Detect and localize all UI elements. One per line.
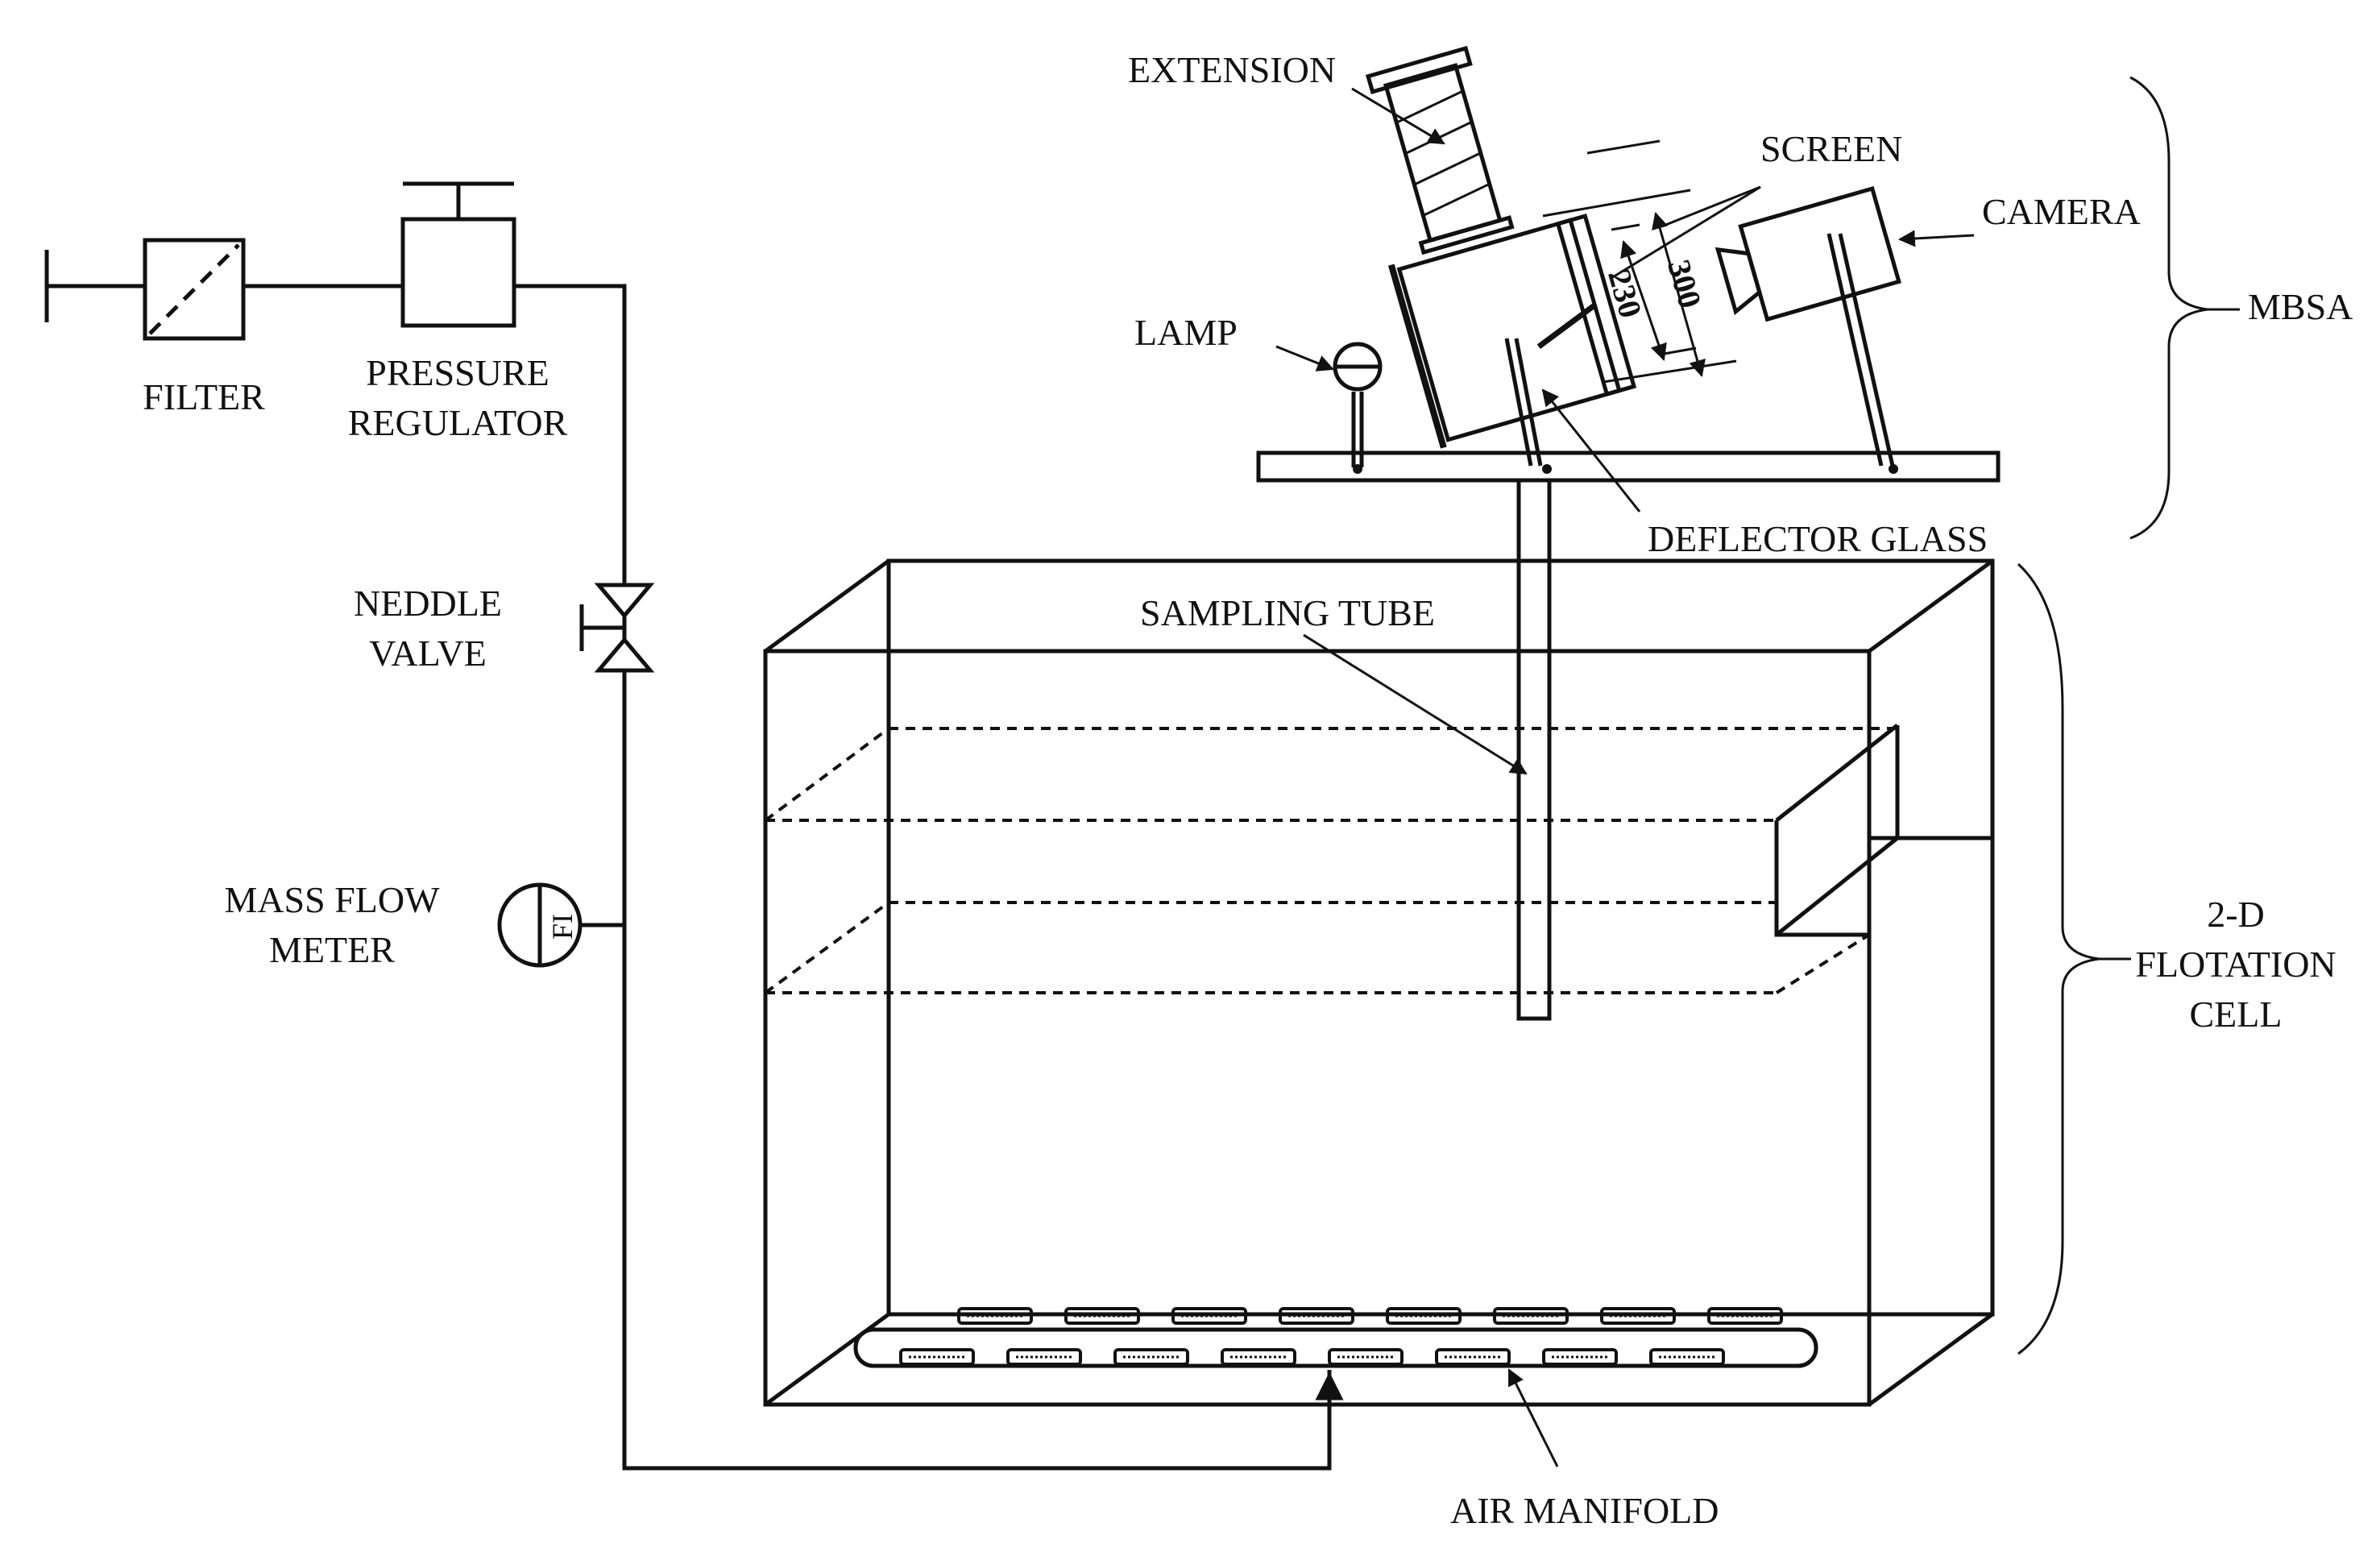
sparger <box>1493 1307 1569 1325</box>
sparger-row-back <box>957 1307 1783 1325</box>
flotation-cell-label-line2: FLOTATION <box>2135 944 2336 985</box>
labels: FILTER PRESSURE REGULATOR NEDDLE VALVE M… <box>143 49 2353 1531</box>
needle-valve-label-line1: NEDDLE <box>354 583 502 624</box>
dimension-300: 300 <box>1661 255 1709 312</box>
screen-plate <box>1555 218 1622 397</box>
needle-valve-symbol <box>579 583 655 673</box>
sparger <box>1064 1307 1140 1325</box>
sparger <box>1542 1348 1618 1366</box>
deflector-glass-plate <box>1536 303 1596 349</box>
sparger <box>1279 1307 1354 1325</box>
sparger-row-front <box>899 1348 1725 1366</box>
sampling-tube-label: SAMPLING TUBE <box>1140 592 1435 633</box>
sparger <box>899 1348 975 1366</box>
liquid-level-lines <box>764 727 1897 994</box>
viewing-chamber <box>1387 213 1637 449</box>
air-manifold-label: AIR MANIFOLD <box>1450 1490 1719 1531</box>
overflow-launder <box>1774 724 1992 937</box>
flow-indicator-label: FI <box>546 914 578 940</box>
screen-label: SCREEN <box>1760 128 1902 169</box>
mass-flow-meter-label-line1: MASS FLOW <box>224 879 440 920</box>
flotation-cell-label-line3: CELL <box>2190 994 2283 1035</box>
sparger <box>1707 1307 1783 1325</box>
gas-supply-line: FI <box>44 181 1344 1471</box>
extension-tube <box>1365 45 1515 255</box>
camera-symbol <box>1715 185 1901 474</box>
air-manifold <box>853 1307 1818 1368</box>
lamp-symbol <box>1333 342 1383 474</box>
sparger <box>1221 1348 1296 1366</box>
filter-symbol <box>143 238 246 341</box>
leader-arrows <box>1275 87 1975 1467</box>
sparger <box>1435 1348 1511 1366</box>
sparger <box>957 1307 1033 1325</box>
deflector-glass-label: DEFLECTOR GLASS <box>1648 518 1988 559</box>
pressure-regulator-symbol <box>400 181 516 328</box>
pressure-regulator-label-line1: PRESSURE <box>366 352 549 393</box>
sparger <box>1113 1348 1189 1366</box>
mbsa-label: MBSA <box>2248 286 2353 327</box>
sparger <box>1386 1307 1462 1325</box>
pressure-regulator-label-line2: REGULATOR <box>348 402 568 443</box>
dimension-230: 230 <box>1601 265 1649 322</box>
sparger <box>1649 1348 1725 1366</box>
sparger <box>1328 1348 1404 1366</box>
flotation-cell-brace <box>2017 562 2100 1355</box>
flotation-cell <box>763 558 1995 1407</box>
mbsa-brace <box>2129 76 2208 540</box>
lamp-label: LAMP <box>1134 312 1238 353</box>
mass-flow-meter-label-line2: METER <box>269 929 395 970</box>
sparger <box>1171 1307 1247 1325</box>
needle-valve-label-line2: VALVE <box>369 633 487 674</box>
extension-label: EXTENSION <box>1128 49 1336 90</box>
sparger <box>1006 1348 1082 1366</box>
filter-label: FILTER <box>143 376 265 417</box>
flotation-cell-label-line1: 2-D <box>2207 894 2265 935</box>
mbsa-base-plate <box>1256 450 2001 483</box>
mbsa-assembly: 230 300 <box>1256 45 2001 483</box>
camera-label: CAMERA <box>1982 191 2141 232</box>
sparger <box>1600 1307 1676 1325</box>
mass-flow-meter-symbol: FI <box>497 882 624 968</box>
